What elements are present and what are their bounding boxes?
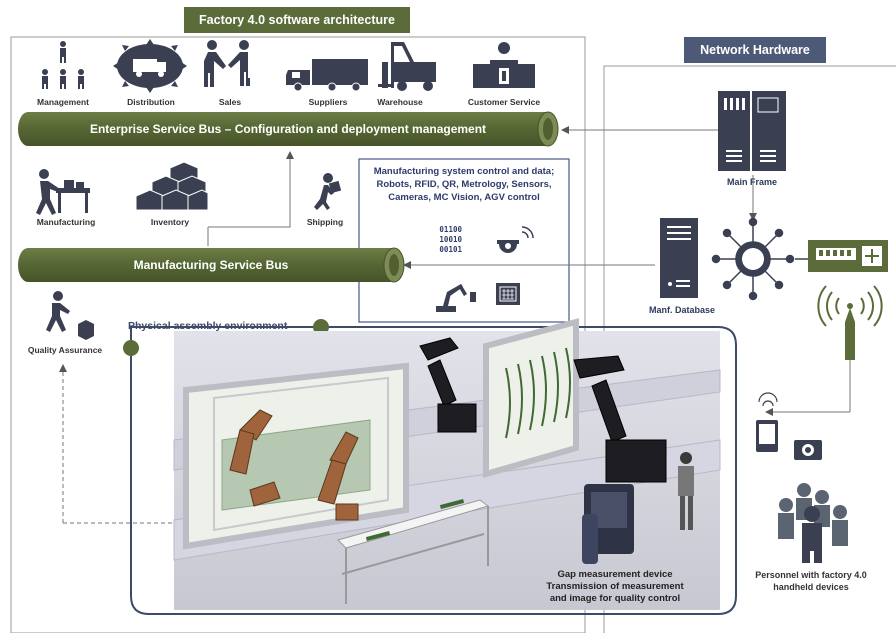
- inventory-label: Inventory: [150, 217, 190, 227]
- control-line-2: Robots, RFID, QR, Metrology, Sensors,: [376, 179, 552, 190]
- handheld-devices-icon: [756, 392, 822, 460]
- network-title-tab: Network Hardware: [684, 37, 826, 63]
- distribution-label: Distribution: [127, 97, 175, 107]
- quality-assurance-icon: [46, 291, 94, 340]
- camera-dome-icon: [497, 226, 534, 253]
- network-switch-icon: [795, 240, 888, 272]
- control-box-frame: [358, 158, 570, 323]
- assembly-title: Physical assembly environment: [128, 320, 288, 332]
- network-hub-icon: [711, 217, 795, 301]
- control-line-1: Manufacturing system control and data;: [373, 166, 555, 177]
- robot-arm-icon: [436, 284, 476, 312]
- shipping-label: Shipping: [306, 217, 344, 227]
- sales-icon: [204, 40, 250, 87]
- manufacturing-bus-cylinder: [18, 247, 405, 283]
- control-line-3: Cameras, MC Vision, AGV control: [388, 192, 540, 203]
- gap-device-label: Gap measurement device Transmission of m…: [530, 569, 700, 605]
- quality-assurance-label: Quality Assurance: [27, 345, 103, 355]
- bits-line-1: 01100: [439, 225, 462, 234]
- customer-service-label: Customer Service: [467, 97, 541, 107]
- personnel-line-1: Personnel with factory 4.0: [755, 570, 867, 580]
- architecture-title-tab: Factory 4.0 software architecture: [184, 7, 410, 33]
- gap-line-2: Transmission of measurement: [546, 581, 684, 592]
- manf-database-icon: [660, 218, 698, 298]
- main-frame-label: Main Frame: [726, 177, 777, 187]
- manufacturing-worker-icon: [36, 169, 90, 215]
- shipping-icon: [314, 173, 342, 210]
- gap-line-3: and image for quality control: [549, 593, 681, 604]
- enterprise-bus-cylinder: [18, 111, 559, 147]
- rfid-chip-icon: [496, 283, 520, 305]
- enterprise-bus-label: Enterprise Service Bus – Configuration a…: [89, 122, 487, 136]
- management-icon: [42, 41, 84, 89]
- personnel-group-icon: [778, 483, 848, 563]
- assembly-scene: [123, 318, 737, 615]
- customer-service-icon: [473, 42, 535, 88]
- personnel-line-2: handheld devices: [773, 582, 849, 592]
- gap-line-1: Gap measurement device: [557, 569, 673, 580]
- manufacturing-label: Manufacturing: [36, 217, 96, 227]
- suppliers-label: Suppliers: [308, 97, 348, 107]
- bits-line-2: 10010: [439, 235, 462, 244]
- architecture-title: Factory 4.0 software architecture: [199, 13, 395, 27]
- network-title: Network Hardware: [700, 43, 810, 57]
- binary-data: 01100 10010 00101: [420, 225, 462, 255]
- warehouse-icon: [378, 42, 436, 91]
- connector-msb-to-esb: [208, 151, 294, 228]
- manufacturing-bus-label: Manufacturing Service Bus: [133, 258, 289, 272]
- personnel-label: Personnel with factory 4.0 handheld devi…: [736, 569, 886, 593]
- bits-line-3: 00101: [439, 245, 462, 254]
- inventory-icon: [135, 161, 209, 211]
- management-label: Management: [37, 97, 89, 107]
- main-frame-icon: [718, 91, 786, 171]
- sales-label: Sales: [218, 97, 242, 107]
- manf-database-label: Manf. Database: [648, 305, 716, 315]
- wireless-antenna-icon: [817, 285, 883, 360]
- suppliers-icon: [286, 59, 368, 92]
- control-box-text: Manufacturing system control and data; R…: [362, 165, 566, 204]
- warehouse-label: Warehouse: [377, 97, 423, 107]
- distribution-icon: [113, 39, 187, 93]
